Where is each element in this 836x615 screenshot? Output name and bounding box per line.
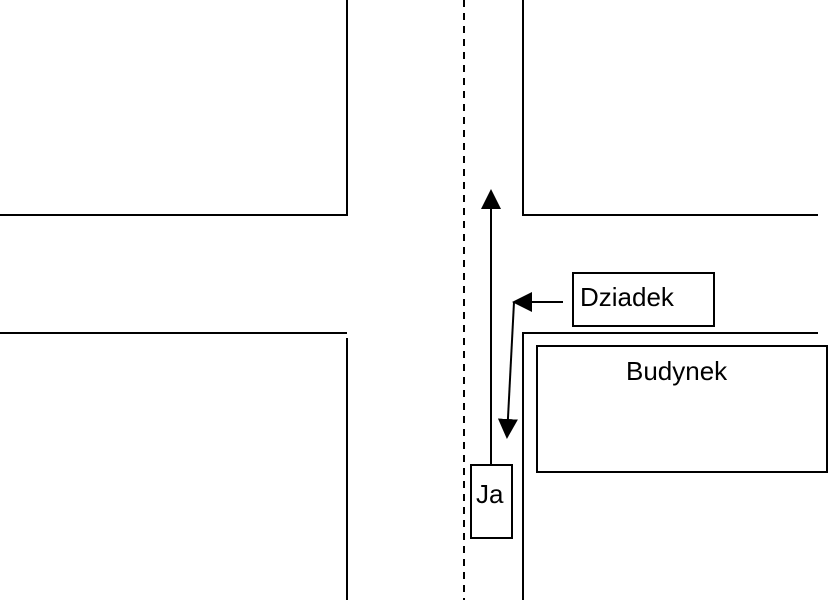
curb-top-right — [522, 0, 818, 216]
grandpa-box — [572, 272, 715, 327]
me-box — [470, 464, 513, 539]
me-label: Ja — [476, 479, 504, 509]
curb-top-left — [0, 0, 348, 216]
building-label: Budynek — [626, 356, 728, 386]
grandpa-label: Dziadek — [580, 282, 674, 312]
grandpa-path-arrow — [497, 301, 518, 439]
building-box — [536, 345, 828, 473]
curb-bottom-right — [522, 332, 818, 600]
